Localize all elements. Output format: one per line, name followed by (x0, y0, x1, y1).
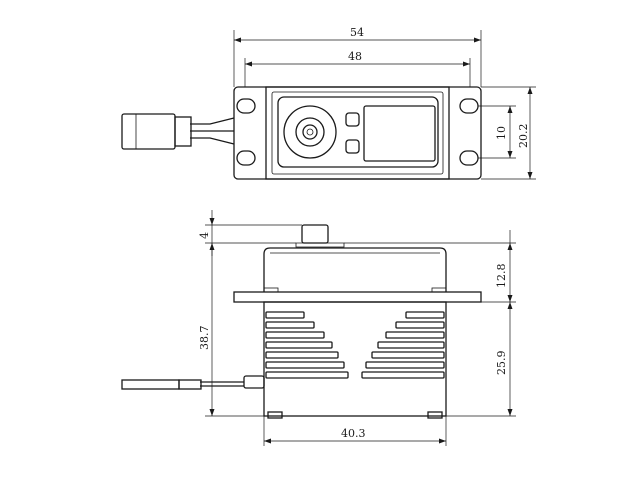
dim-label-side-case-width: 40.3 (341, 427, 366, 440)
top-view-label-window (363, 105, 436, 162)
side-view-connector (121, 379, 180, 390)
side-view-dimensions: 4 38.7 12.8 25.9 40.3 (198, 210, 516, 446)
output-gear-ring (295, 117, 325, 147)
side-view-top-cap (263, 247, 447, 292)
mount-slot-right-bottom (459, 150, 479, 166)
top-view (121, 86, 482, 180)
side-view-cable-gland (243, 375, 265, 389)
mount-slot-left-top (236, 98, 256, 114)
dim-label-top-width-outer: 54 (350, 26, 364, 39)
cooling-fins-left (265, 311, 349, 379)
top-view-case (265, 86, 450, 180)
top-view-button-lower (345, 139, 360, 154)
output-gear-shaft (302, 124, 318, 140)
dim-label-top-hole-spacing: 10 (495, 126, 508, 140)
output-gear-center (306, 128, 314, 136)
top-view-case-inner (271, 91, 444, 175)
output-gear-outer (283, 105, 337, 159)
cooling-fins-right (361, 311, 445, 379)
top-view-dimensions: 54 48 10 20.2 (233, 26, 536, 180)
side-view-lower-case (263, 301, 447, 417)
dim-label-side-upper-height: 12.8 (495, 264, 508, 289)
side-view-wire (200, 381, 244, 387)
top-view-connector (121, 113, 176, 150)
dim-label-side-total-height: 38.7 (198, 326, 211, 351)
mount-slot-right-top (459, 98, 479, 114)
dim-label-top-depth: 20.2 (517, 124, 530, 149)
dim-label-top-width-mount: 48 (348, 50, 362, 63)
top-view-panel (277, 96, 439, 168)
dim-label-side-horn-height: 4 (198, 232, 211, 239)
dim-label-side-lower-height: 25.9 (495, 351, 508, 376)
side-view-horn (301, 224, 329, 244)
mount-slot-left-bottom (236, 150, 256, 166)
top-view-wires (190, 117, 235, 145)
top-view-flange (233, 86, 482, 180)
top-view-connector-neck (174, 116, 192, 147)
side-view (121, 224, 482, 419)
side-view-flange (233, 291, 482, 303)
top-view-button-upper (345, 112, 360, 127)
